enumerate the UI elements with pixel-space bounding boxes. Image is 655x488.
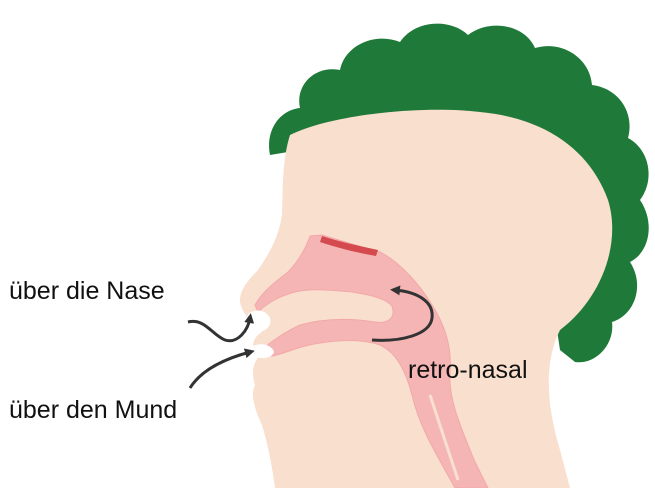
mouth-arrow-icon xyxy=(190,352,250,388)
nose-arrow-icon xyxy=(188,318,250,341)
label-mouth-route: über den Mund xyxy=(9,398,177,423)
label-nose-route: über die Nase xyxy=(9,279,165,304)
label-retronasal-route: retro-nasal xyxy=(408,358,528,383)
